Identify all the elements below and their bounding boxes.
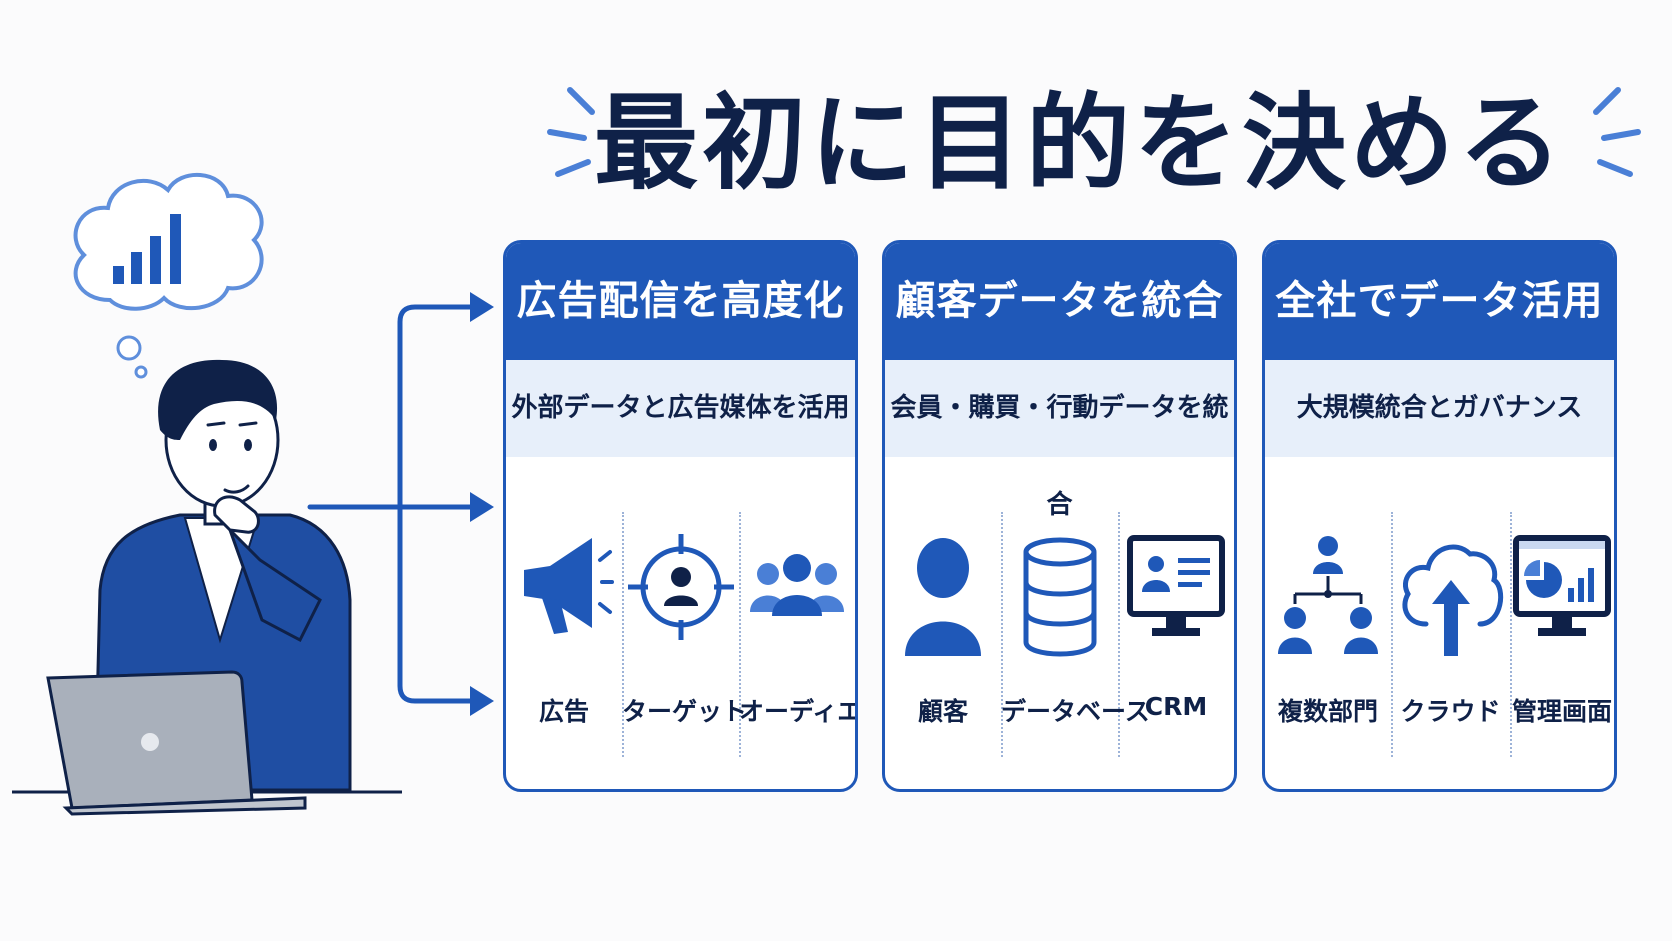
org-chart-icon xyxy=(1278,536,1378,654)
thinking-person-illustration xyxy=(12,173,402,816)
item-label: CRM xyxy=(1144,692,1208,721)
item-customer: 顧客 xyxy=(885,457,1001,789)
item-label: オーディエンス xyxy=(739,697,858,726)
item-target: ターゲット xyxy=(622,457,748,789)
item-dashboard: 管理画面 xyxy=(1510,457,1614,789)
item-database: データベース xyxy=(1001,457,1150,789)
crm-monitor-icon xyxy=(1127,535,1225,636)
card-subtitle: 会員・購買・行動データを統合 xyxy=(885,360,1234,520)
audience-group-icon xyxy=(750,554,844,616)
database-icon xyxy=(1023,537,1096,657)
item-label: 複数部門 xyxy=(1277,697,1378,726)
card-customer-data: 顧客データを統合 会員・購買・行動データを統合 顧客 xyxy=(882,240,1237,792)
card-subtitle: 大規模統合とガバナンス xyxy=(1265,360,1614,457)
dashboard-monitor-icon xyxy=(1513,535,1611,636)
connector-arrows xyxy=(307,292,494,716)
item-label: 広告 xyxy=(538,697,589,726)
card-heading: 全社でデータ活用 xyxy=(1265,243,1614,360)
item-departments: 複数部門 xyxy=(1265,457,1391,789)
target-person-icon xyxy=(627,534,734,640)
item-label: 顧客 xyxy=(917,697,968,726)
sparkle-right-icon xyxy=(1593,87,1641,177)
card-heading: 広告配信を高度化 xyxy=(506,243,855,360)
item-label: 管理画面 xyxy=(1511,697,1612,726)
arrow-head-icon xyxy=(470,292,494,322)
thought-cloud-icon xyxy=(73,173,264,379)
arrow-head-icon xyxy=(470,492,494,522)
laptop-icon xyxy=(46,670,307,816)
item-label: クラウド xyxy=(1400,697,1501,726)
arrow-head-icon xyxy=(470,686,494,716)
item-label: ターゲット xyxy=(622,697,748,726)
megaphone-icon xyxy=(524,538,614,634)
sparkle-left-icon xyxy=(547,87,595,177)
page-title: 最初に目的を決める xyxy=(593,82,1566,204)
card-company-wide: 全社でデータ活用 大規模統合とガバナンス xyxy=(1262,240,1617,792)
item-cloud: クラウド xyxy=(1391,457,1510,789)
item-label: データベース xyxy=(1001,697,1150,726)
card-subtitle: 外部データと広告媒体を活用 xyxy=(506,360,855,457)
item-ad: 広告 xyxy=(506,457,622,789)
item-crm: CRM xyxy=(1118,457,1234,789)
cloud-upload-icon xyxy=(1401,544,1503,656)
card-heading: 顧客データを統合 xyxy=(885,243,1234,360)
item-audience: オーディエンス xyxy=(739,457,855,789)
card-ad-delivery: 広告配信を高度化 外部データと広告媒体を活用 広告 xyxy=(503,240,858,792)
customer-person-icon xyxy=(905,538,981,656)
